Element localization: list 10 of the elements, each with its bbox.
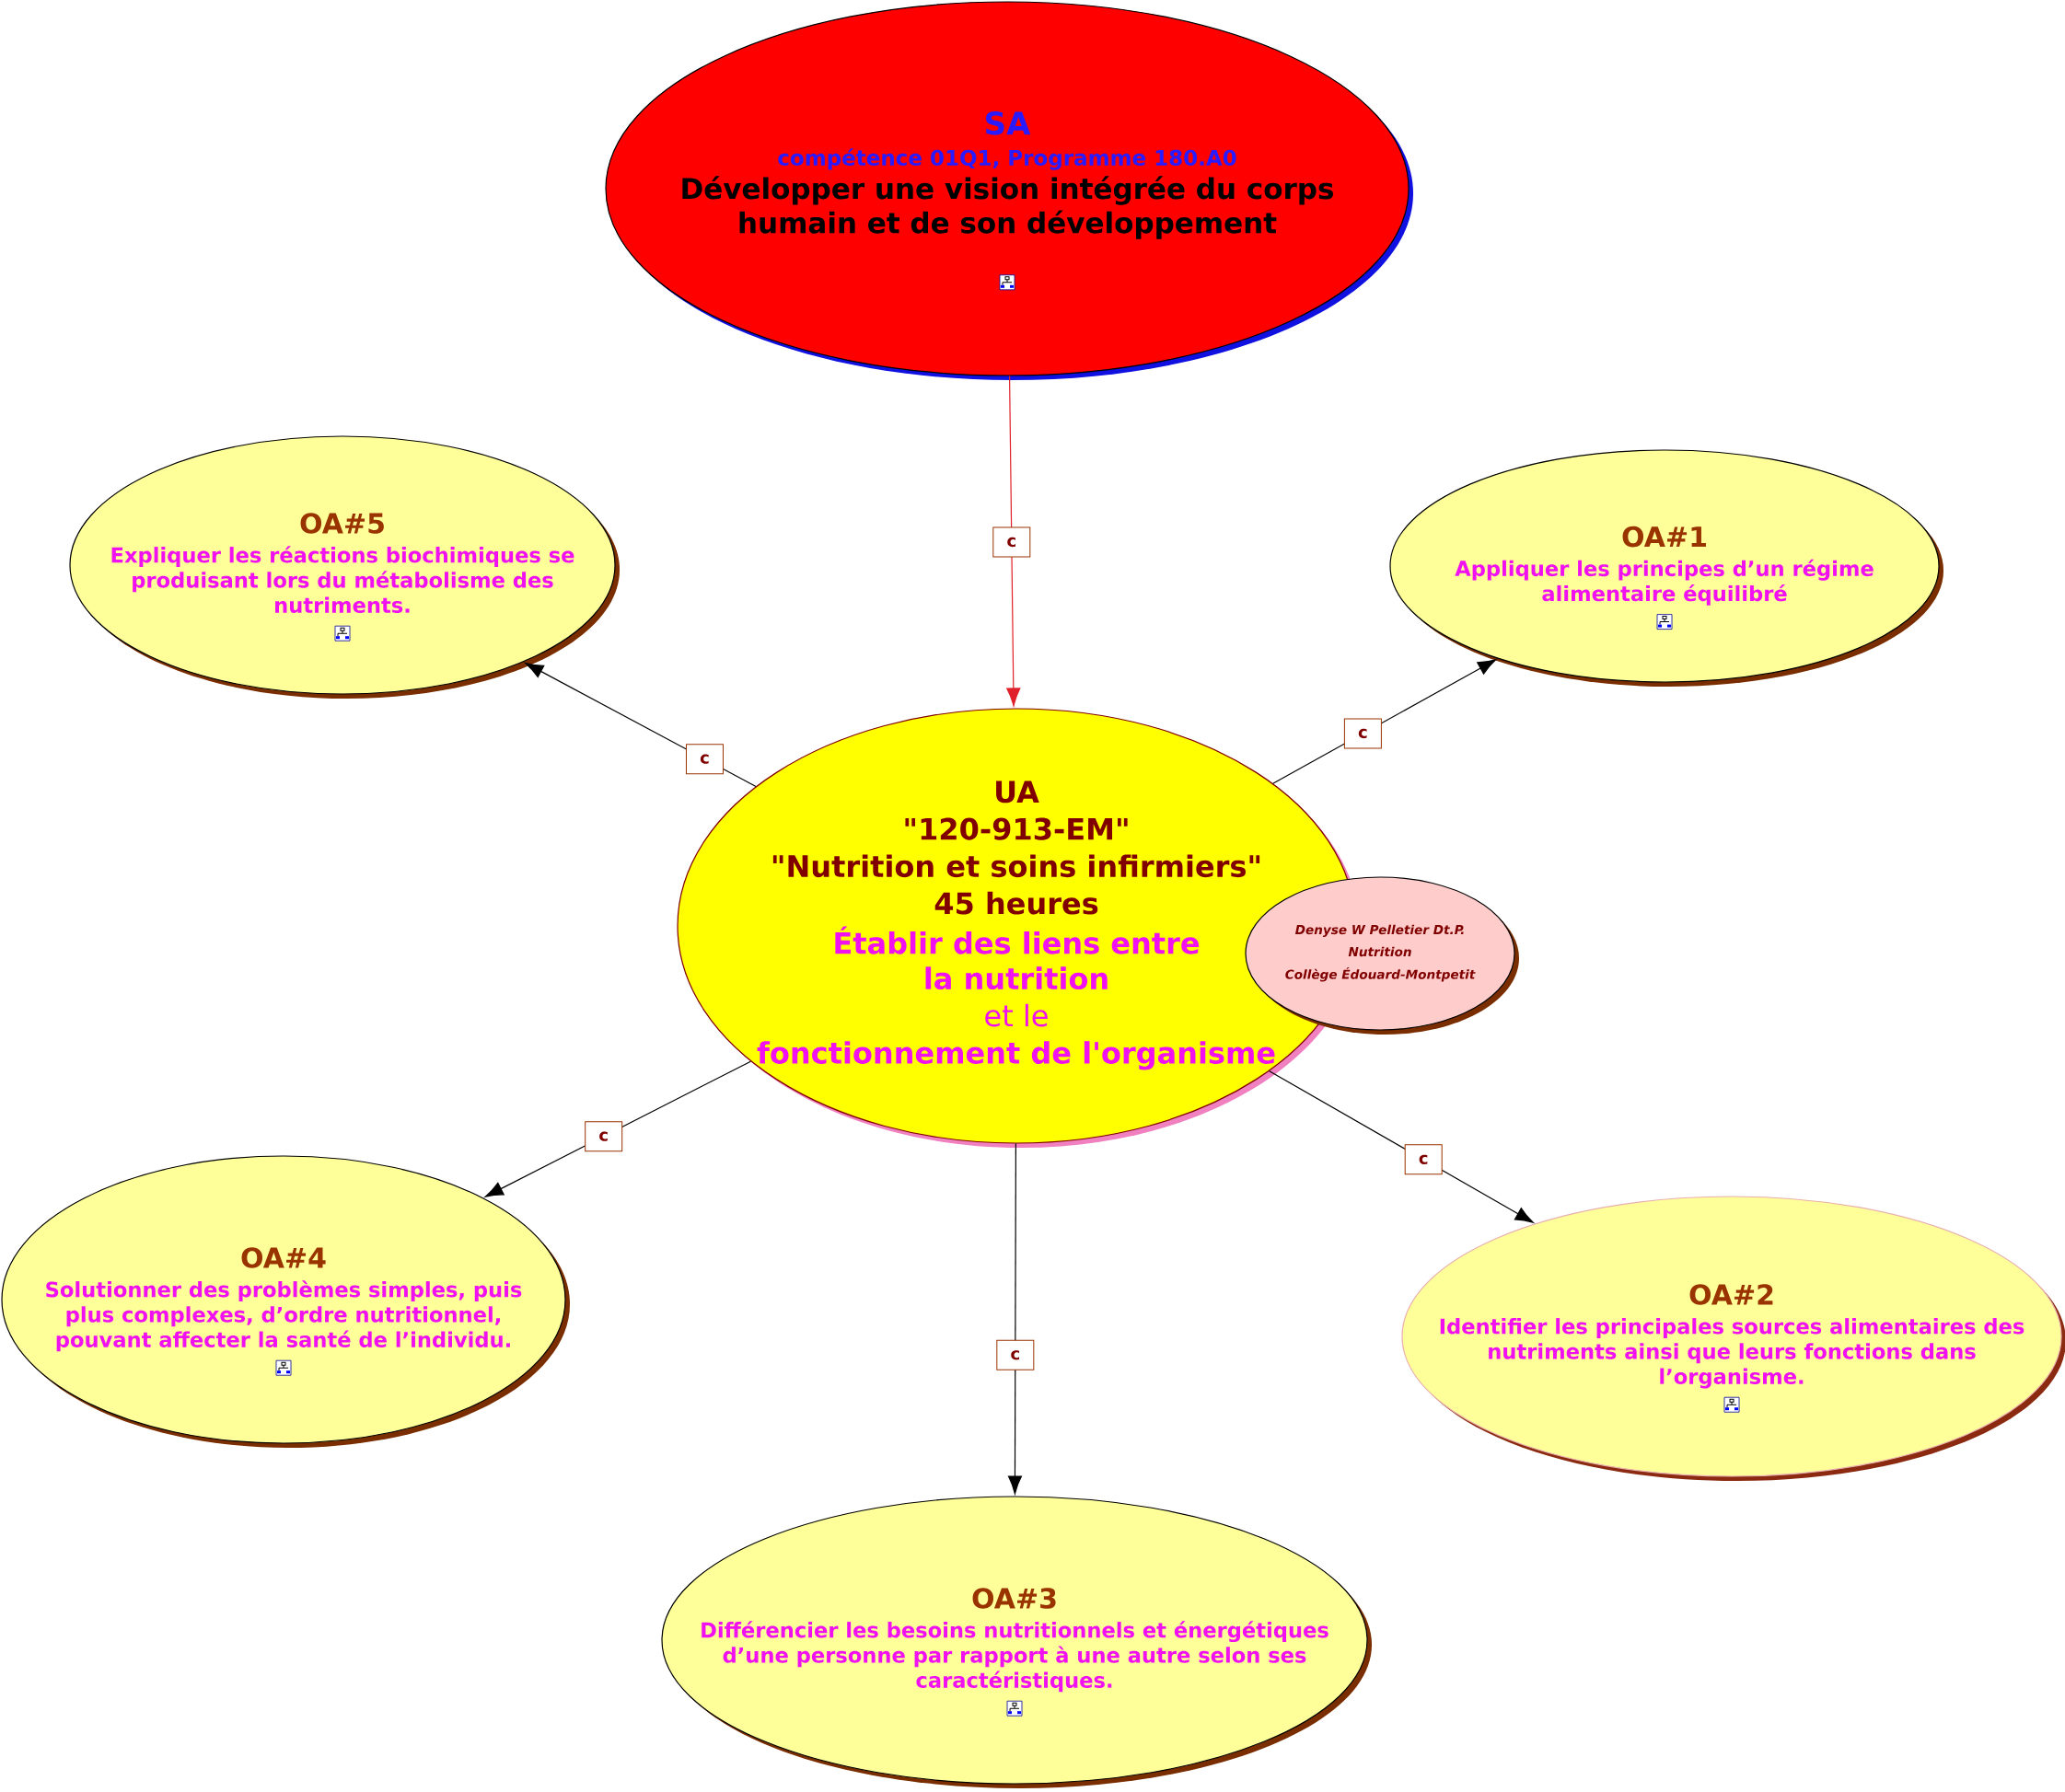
arrow xyxy=(1269,1070,1534,1223)
edge-label: c xyxy=(1343,718,1382,749)
edge-label: c xyxy=(992,526,1031,558)
edge-label: c xyxy=(685,744,724,775)
arrow xyxy=(484,1060,752,1197)
arrow xyxy=(1007,1143,1023,1495)
edge-label: c xyxy=(585,1121,623,1152)
edge-label: c xyxy=(1404,1144,1443,1175)
edge-label: c xyxy=(996,1339,1035,1370)
arrow xyxy=(1006,376,1021,707)
